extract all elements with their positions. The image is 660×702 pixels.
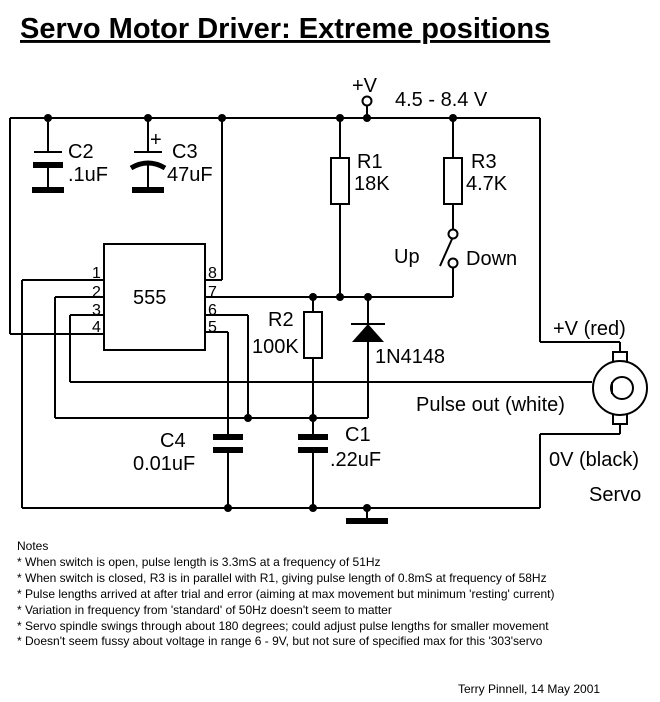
pin-label: 5	[208, 319, 217, 336]
switch-down-label: Down	[466, 248, 517, 270]
c3-ref: C3	[172, 141, 198, 163]
servo-pulse-label: Pulse out (white)	[416, 394, 565, 416]
r2-ref: R2	[268, 309, 294, 331]
pin-label: 7	[208, 284, 217, 301]
note-line: * When switch is closed, R3 is in parall…	[17, 571, 547, 585]
ic-name: 555	[133, 287, 166, 309]
note-line: * When switch is open, pulse length is 3…	[17, 555, 381, 569]
resistor-r2	[303, 297, 323, 437]
servo-name: Servo	[589, 484, 641, 506]
resistor-r1	[330, 118, 350, 297]
notes-block: Notes * When switch is open, pulse lengt…	[17, 539, 554, 648]
r3-value: 4.7K	[466, 173, 508, 195]
pin-label: 1	[92, 265, 101, 282]
servo-motor	[592, 351, 648, 425]
junction-dot	[336, 293, 344, 301]
pin-label: 6	[208, 302, 217, 319]
supply-range: 4.5 - 8.4 V	[395, 89, 488, 111]
pin5-c4-wire	[205, 331, 229, 437]
note-line: * Pulse lengths arrived at after trial a…	[17, 587, 554, 601]
pin-label: 2	[92, 284, 101, 301]
c2-ref: C2	[68, 141, 94, 163]
junction-dot	[244, 414, 252, 422]
note-line: * Servo spindle swings through about 180…	[17, 619, 549, 633]
junction-dot	[309, 504, 317, 512]
capacitor-c2	[32, 118, 64, 193]
pin-label: 4	[92, 319, 101, 336]
switch-up-label: Up	[394, 246, 420, 268]
capacitor-c1	[298, 434, 328, 508]
r1-ref: R1	[357, 151, 383, 173]
capacitor-c4	[213, 434, 243, 508]
author-credit: Terry Pinnell, 14 May 2001	[458, 682, 600, 696]
c1-value: .22uF	[330, 449, 381, 471]
r1-value: 18K	[354, 173, 390, 195]
diode-1n4148	[351, 297, 385, 342]
c2-value: .1uF	[68, 164, 108, 186]
c1-ref: C1	[345, 424, 371, 446]
ground-rail	[22, 424, 621, 509]
pin3-output-wire	[69, 314, 592, 383]
c3-polarity: +	[150, 129, 162, 151]
diode-part: 1N4148	[375, 346, 445, 368]
ground-icon	[346, 508, 388, 524]
junction-dot	[363, 114, 371, 122]
resistor-r3	[443, 118, 463, 229]
r2-value: 100K	[252, 336, 299, 358]
c3-value: 47uF	[167, 164, 213, 186]
up-down-switch[interactable]	[439, 228, 459, 298]
r3-ref: R3	[471, 151, 497, 173]
c4-ref: C4	[160, 430, 186, 452]
ic-555	[103, 243, 206, 351]
capacitor-c3	[129, 118, 167, 193]
note-line: * Variation in frequency from 'standard'…	[17, 603, 392, 617]
servo-v-label: +V (red)	[553, 318, 626, 340]
c4-value: 0.01uF	[133, 453, 195, 475]
pin1-ground-wire	[21, 279, 104, 508]
junction-dot	[224, 504, 232, 512]
pin6-threshold-wire	[205, 314, 249, 418]
note-line: * Doesn't seem fussy about voltage in ra…	[17, 634, 543, 648]
notes-heading: Notes	[17, 539, 48, 553]
servo-gnd-label: 0V (black)	[549, 449, 639, 471]
pin-label: 3	[92, 302, 101, 319]
diagram-title: Servo Motor Driver: Extreme positions	[20, 13, 550, 45]
supply-symbol: +V	[352, 75, 378, 97]
pin-label: 8	[208, 265, 217, 282]
